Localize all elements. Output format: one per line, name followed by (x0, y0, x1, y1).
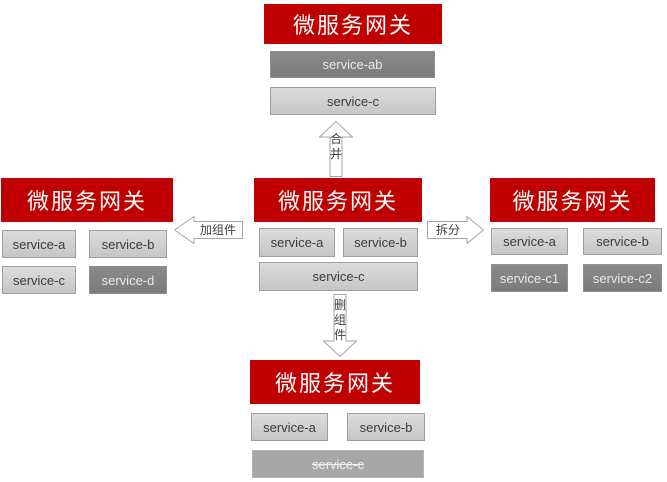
split-arrow-label: 拆分 (435, 223, 460, 237)
add-component-arrow-label: 加组件 (199, 223, 236, 237)
merge-up-arrow-icon (319, 121, 353, 177)
service-box-top-ab: service-ab (270, 51, 435, 78)
service-box-right-c1: service-c1 (491, 264, 568, 292)
split-right-arrow-icon (427, 216, 484, 244)
service-box-center-b: service-b (343, 228, 418, 257)
service-box-left-c: service-c (2, 266, 76, 294)
remove-component-down-arrow-icon (323, 294, 357, 357)
gateway-header-bottom: 微服务网关 (250, 360, 420, 404)
gateway-header-top: 微服务网关 (264, 4, 442, 44)
service-box-right-c2: service-c2 (583, 264, 662, 292)
gateway-header-center: 微服务网关 (254, 178, 422, 222)
service-box-top-c: service-c (270, 87, 436, 115)
gateway-header-left: 微服务网关 (1, 178, 173, 222)
service-box-center-a: service-a (259, 228, 335, 257)
remove-component-arrow-label: 删组件 (333, 298, 346, 342)
service-box-bottom-c-removed: service-c (252, 450, 424, 478)
merge-arrow-label: 合并 (329, 132, 342, 161)
service-box-bottom-b: service-b (347, 413, 425, 441)
add-component-left-arrow-icon (174, 216, 243, 244)
service-box-right-b: service-b (583, 228, 662, 255)
service-box-left-b: service-b (89, 230, 167, 258)
service-box-left-a: service-a (2, 230, 76, 258)
gateway-header-right: 微服务网关 (490, 178, 655, 222)
service-box-left-d: service-d (89, 266, 167, 294)
service-box-bottom-a: service-a (251, 413, 328, 441)
service-box-center-c: service-c (259, 262, 418, 291)
service-box-right-a: service-a (491, 228, 568, 255)
